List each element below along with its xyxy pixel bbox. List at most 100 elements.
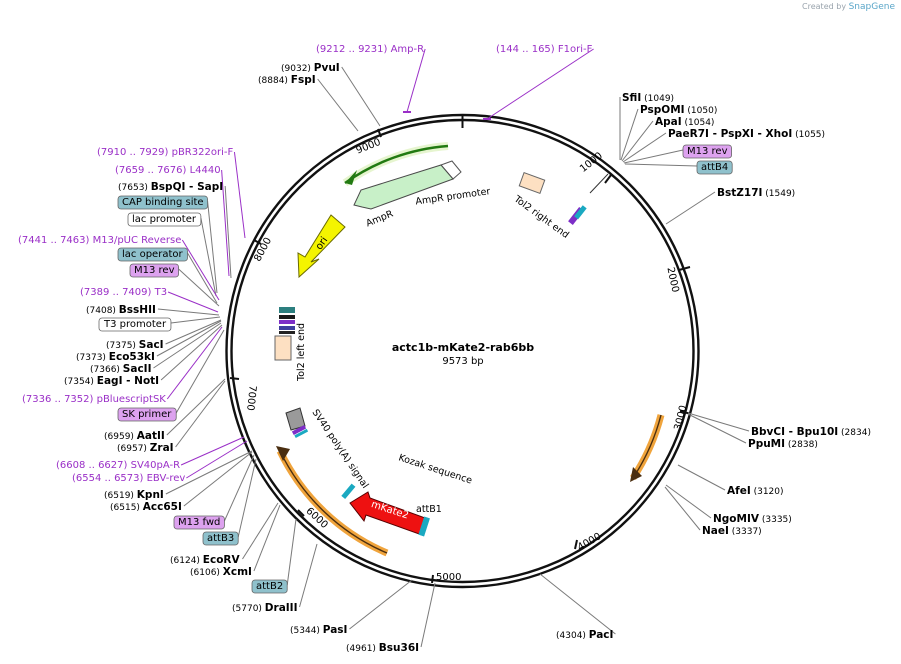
label-ebv-rev[interactable]: (6554 .. 6573) EBV-rev bbox=[72, 440, 248, 484]
eagi-text: (7354) EagI - NotI bbox=[64, 375, 159, 387]
l4440-text: (7659 .. 7676) L4440 bbox=[115, 165, 221, 176]
m13-puc-reverse-leader bbox=[181, 239, 220, 301]
label-eagi[interactable]: (7354) EagI - NotI bbox=[64, 324, 223, 387]
label-afei[interactable]: AfeI (3120) bbox=[677, 464, 784, 497]
label-saci[interactable]: (7375) SacI bbox=[106, 319, 222, 351]
m13-rev-right-box bbox=[682, 144, 732, 159]
label-sfii[interactable]: SfiI (1049) bbox=[619, 92, 674, 160]
xcmi-text: (6106) XcmI bbox=[190, 566, 252, 578]
attb4-box bbox=[696, 160, 733, 175]
ebv-rev-text: (6554 .. 6573) EBV-rev bbox=[72, 473, 185, 484]
pvui-leader bbox=[341, 66, 381, 127]
label-bstz17i[interactable]: BstZ17I (1549) bbox=[665, 187, 795, 225]
label-attb3[interactable]: attB3 bbox=[202, 458, 257, 546]
label-m13-rev-right[interactable]: M13 rev bbox=[623, 144, 732, 164]
m13-rev-right-text: M13 rev bbox=[687, 146, 728, 157]
label-pasi[interactable]: (5344) PasI bbox=[290, 579, 413, 636]
bsu36i-text: (4961) Bsu36I bbox=[346, 642, 419, 654]
attb3-leader bbox=[237, 458, 257, 538]
aatii-text: (6959) AatII bbox=[104, 430, 165, 442]
pasi-leader bbox=[349, 579, 413, 630]
label-bsshii[interactable]: (7408) BssHII bbox=[86, 304, 220, 316]
apai-leader bbox=[621, 120, 654, 162]
tick-mark-8000 bbox=[253, 239, 262, 245]
label-xcmi[interactable]: (6106) XcmI bbox=[190, 504, 281, 578]
label-l4440[interactable]: (7659 .. 7676) L4440 bbox=[115, 165, 230, 277]
tol2-right-label: Tol2 right end bbox=[511, 193, 571, 241]
ampr-shape bbox=[353, 164, 454, 210]
t3-primer-text: (7389 .. 7409) T3 bbox=[80, 287, 167, 298]
label-paci[interactable]: (4304) PacI bbox=[539, 573, 616, 641]
draiii-leader bbox=[299, 543, 318, 608]
label-ngomiv[interactable]: NgoMIV (3335) bbox=[665, 484, 792, 525]
label-sv40pa-r[interactable]: (6608 .. 6627) SV40pA-R bbox=[56, 436, 245, 471]
label-zrai[interactable]: (6957) ZraI bbox=[117, 380, 226, 454]
attb4-leader bbox=[624, 163, 698, 167]
label-amp-r-primer[interactable]: (9212 .. 9231) Amp-R bbox=[316, 44, 426, 113]
fspi-leader bbox=[317, 78, 359, 132]
draiii-text: (5770) DraIII bbox=[232, 602, 298, 614]
attb1-shape bbox=[418, 516, 430, 537]
credit-prefix: Created by bbox=[802, 2, 847, 11]
label-apai[interactable]: ApaI (1054) bbox=[621, 116, 714, 162]
tick-mark-5000 bbox=[431, 574, 434, 584]
sacii-leader bbox=[153, 322, 222, 369]
label-lac-operator[interactable]: lac operator bbox=[117, 247, 218, 304]
amp-r-primer-text: (9212 .. 9231) Amp-R bbox=[316, 44, 424, 55]
label-m13-rev-left[interactable]: M13 rev bbox=[129, 263, 220, 307]
tick-mark-9000 bbox=[377, 128, 382, 138]
pvui-text: (9032) PvuI bbox=[281, 62, 340, 74]
aatii-leader bbox=[166, 378, 226, 436]
label-bspqi[interactable]: (7653) BspQI - SapI bbox=[118, 181, 232, 279]
label-ecorv[interactable]: (6124) EcoRV bbox=[170, 502, 279, 566]
amp-r-primer-leader bbox=[406, 48, 426, 113]
label-m13-puc-reverse[interactable]: (7441 .. 7463) M13/pUC Reverse bbox=[18, 235, 220, 301]
afei-leader bbox=[677, 464, 726, 491]
tick-mark-4000 bbox=[574, 539, 578, 550]
tick-label-7000: 7000 bbox=[244, 385, 258, 411]
label-ppumi[interactable]: PpuMI (2838) bbox=[687, 413, 818, 450]
sk-primer-leader bbox=[175, 329, 225, 414]
pspomi-text: PspOMI (1050) bbox=[640, 104, 717, 116]
label-pbluescriptsk[interactable]: (7336 .. 7352) pBluescriptSK bbox=[22, 326, 223, 405]
saci-text: (7375) SacI bbox=[106, 339, 164, 351]
tol2-right-shape bbox=[518, 172, 546, 194]
label-naei[interactable]: NaeI (3337) bbox=[664, 486, 762, 537]
label-pvui[interactable]: (9032) PvuI bbox=[281, 62, 381, 127]
acc65i-text: (6515) Acc65I bbox=[110, 501, 182, 513]
label-pspomi[interactable]: PspOMI (1050) bbox=[620, 104, 717, 161]
label-attb4[interactable]: attB4 bbox=[624, 160, 733, 175]
label-eco53ki[interactable]: (7373) Eco53kI bbox=[76, 320, 222, 363]
cap-binding-site-leader bbox=[207, 200, 218, 294]
label-f1ori-f-primer[interactable]: (144 .. 165) F1ori-F bbox=[483, 44, 594, 120]
mcs-shape bbox=[279, 331, 295, 334]
t3-primer-leader bbox=[167, 291, 219, 313]
m13-puc-reverse-text: (7441 .. 7463) M13/pUC Reverse bbox=[18, 235, 181, 246]
label-draiii[interactable]: (5770) DraIII bbox=[232, 543, 318, 614]
label-sk-primer[interactable]: SK primer bbox=[117, 329, 225, 422]
label-paer7i[interactable]: PaeR7I - PspXI - XhoI (1055) bbox=[622, 128, 825, 163]
label-sacii[interactable]: (7366) SacII bbox=[90, 322, 222, 375]
label-acc65i[interactable]: (6515) Acc65I bbox=[110, 451, 253, 513]
ori-shape bbox=[297, 214, 346, 279]
attb2-leader bbox=[286, 518, 297, 586]
label-kpni[interactable]: (6519) KpnI bbox=[104, 450, 253, 501]
label-aatii[interactable]: (6959) AatII bbox=[104, 378, 226, 442]
f1ori-f-primer-text: (144 .. 165) F1ori-F bbox=[496, 44, 593, 55]
ecorv-leader bbox=[242, 502, 279, 560]
label-m13-fwd[interactable]: M13 fwd bbox=[173, 454, 255, 530]
afei-text: AfeI (3120) bbox=[727, 485, 784, 497]
label-lac-promoter[interactable]: lac promoter bbox=[127, 212, 217, 297]
label-t3-primer[interactable]: (7389 .. 7409) T3 bbox=[80, 287, 219, 313]
m13rev-left-shape bbox=[279, 320, 295, 324]
label-fspi[interactable]: (8884) FspI bbox=[258, 74, 359, 132]
label-pbr322ori-f[interactable]: (7910 .. 7929) pBR322ori-F bbox=[97, 147, 246, 239]
label-bbvci[interactable]: BbvCI - Bpu10I (2834) bbox=[687, 412, 871, 438]
backbone-outer bbox=[225, 113, 700, 589]
label-attb2[interactable]: attB2 bbox=[251, 518, 297, 594]
label-cap-binding-site[interactable]: CAP binding site bbox=[117, 195, 218, 294]
label-t3-promoter[interactable]: T3 promoter bbox=[98, 316, 221, 332]
pbluescriptsk-leader bbox=[166, 326, 223, 400]
bstz17i-text: BstZ17I (1549) bbox=[717, 187, 795, 199]
label-bsu36i[interactable]: (4961) Bsu36I bbox=[346, 582, 436, 654]
